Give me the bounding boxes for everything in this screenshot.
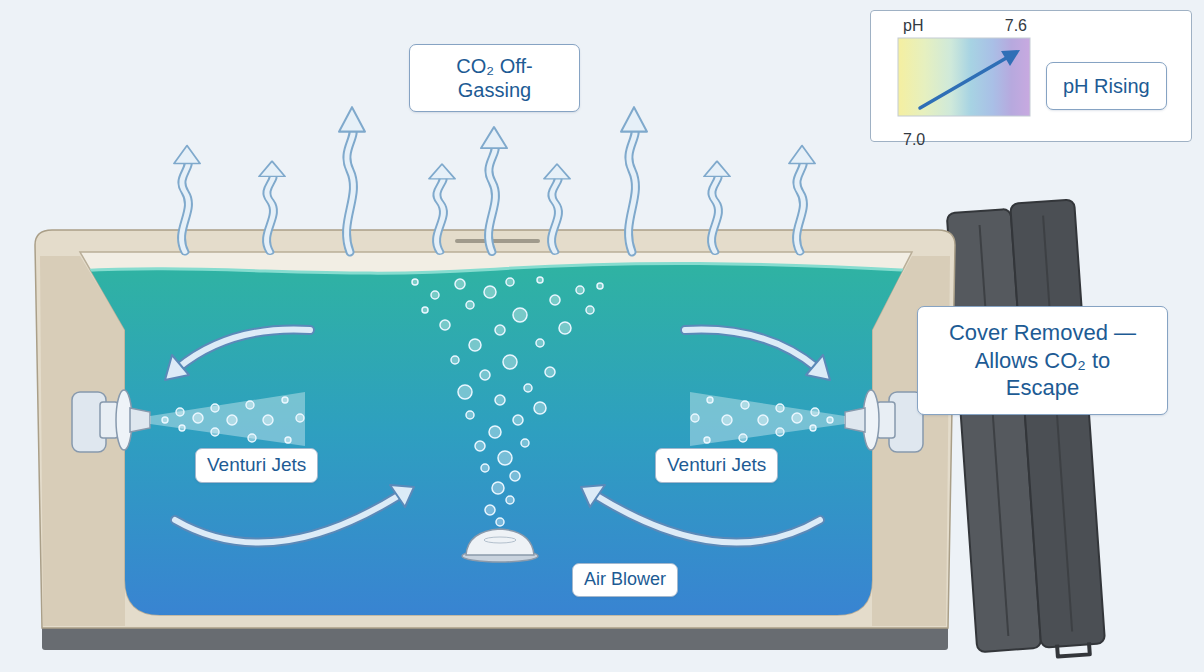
co2-steam-arrow xyxy=(544,164,570,252)
scale-label: pH xyxy=(903,17,923,35)
venturi-jet xyxy=(72,390,305,452)
callout-box: pH Rising xyxy=(1046,62,1167,110)
co2-steam-arrow xyxy=(621,107,647,252)
circulation-arrows xyxy=(165,329,414,542)
venturi-jet xyxy=(690,390,923,452)
label-text: pH Rising xyxy=(1063,74,1150,98)
co2-steam-arrow xyxy=(429,164,455,252)
tub-cover xyxy=(946,199,1105,662)
co2-steam-arrow xyxy=(174,146,200,253)
part-label: Air Blower xyxy=(572,563,678,597)
co2-steam-arrow xyxy=(259,161,285,252)
co2-steam-arrow xyxy=(339,107,365,252)
ph-scale-panel: pH7.67.0pH Rising xyxy=(870,10,1192,142)
scale-label: 7.0 xyxy=(903,131,925,149)
ph-scale-bar xyxy=(898,38,1030,116)
label-text: Air Blower xyxy=(584,569,666,591)
circulation-arrows xyxy=(581,329,830,542)
ph-trend-arrow xyxy=(920,50,1020,108)
air-bubbles xyxy=(412,277,603,526)
skimmer xyxy=(455,239,540,243)
co2-steam-arrow xyxy=(481,127,507,252)
label-text: Venturi Jets xyxy=(207,454,306,477)
co2-steam-arrow xyxy=(704,161,730,252)
part-label: Venturi Jets xyxy=(655,448,778,483)
label-text: Cover Removed — Allows CO₂ to Escape xyxy=(940,319,1145,402)
ph-panel-ground xyxy=(870,10,1192,142)
scale-label: 7.6 xyxy=(1005,17,1027,35)
co2-steam-arrow xyxy=(789,146,815,253)
label-text: CO₂ Off-Gassing xyxy=(432,54,557,102)
callout-box: CO₂ Off-Gassing xyxy=(409,44,580,112)
water xyxy=(60,263,940,640)
label-text: Venturi Jets xyxy=(667,454,766,477)
air-blower xyxy=(462,529,538,562)
callout-box: Cover Removed — Allows CO₂ to Escape xyxy=(917,306,1168,415)
part-label: Venturi Jets xyxy=(195,448,318,483)
